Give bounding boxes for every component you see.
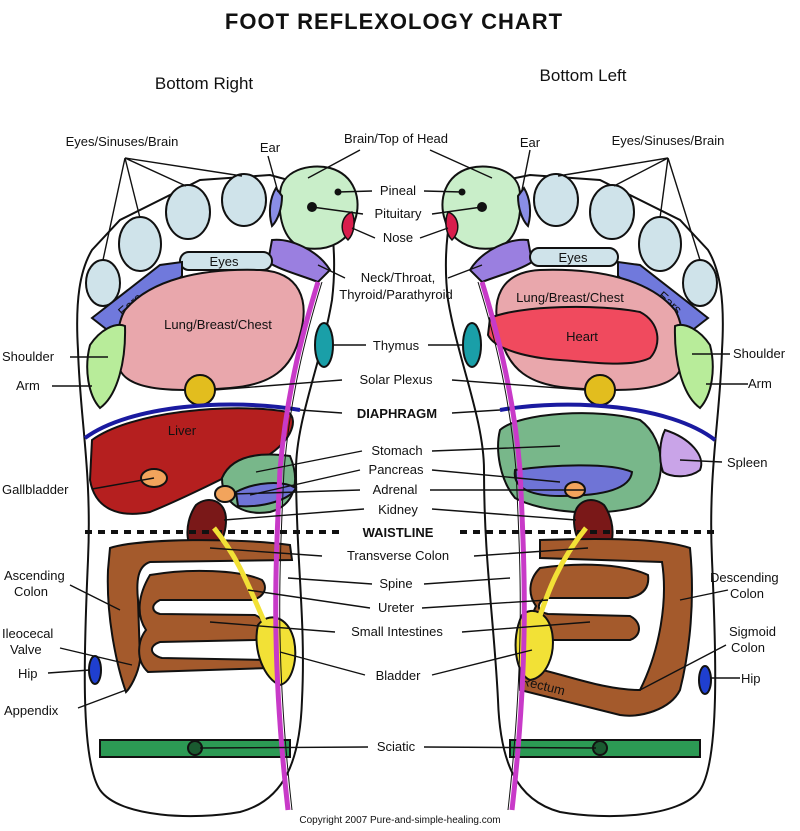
right-colon-zone: [106, 539, 294, 694]
label-hip-right: Hip: [18, 666, 38, 681]
label-eyes-sinuses-brain-right: Eyes/Sinuses/Brain: [66, 134, 179, 149]
left-eyes-band: [529, 247, 619, 267]
label-gallbladder: Gallbladder: [2, 482, 69, 497]
label-thymus: Thymus: [373, 338, 420, 353]
right-adrenal: [214, 485, 236, 503]
left-hip-zone: [698, 665, 712, 695]
label-pancreas: Pancreas: [369, 462, 424, 477]
label-shoulder-right: Shoulder: [2, 349, 55, 364]
copyright-text: Copyright 2007 Pure-and-simple-healing.c…: [299, 815, 500, 826]
labels: Eyes/Sinuses/Brain Eyes/Sinuses/Brain Ea…: [2, 131, 786, 826]
left-foot: Eyes Ears Lung/Breast/Chest Heart Rectum: [441, 165, 724, 818]
left-colon-zone: [519, 537, 693, 717]
label-sciatic: Sciatic: [377, 739, 416, 754]
left-spine-line: [479, 281, 527, 811]
left-toe-4: [638, 216, 682, 272]
leader-lines: [47, 149, 748, 749]
right-lung-text: Lung/Breast/Chest: [164, 317, 272, 332]
label-pineal: Pineal: [380, 183, 416, 198]
right-toe-2: [221, 173, 267, 227]
left-neck-zone: [468, 238, 534, 284]
right-nose-zone: [341, 211, 355, 242]
label-small-intestines: Small Intestines: [351, 624, 443, 639]
right-spine-line: [273, 281, 321, 811]
left-toe-2: [533, 173, 579, 227]
label-transverse-colon: Transverse Colon: [347, 548, 449, 563]
left-nose-zone: [445, 211, 459, 242]
left-lung-text: Lung/Breast/Chest: [516, 290, 624, 305]
chart-title: FOOT REFLEXOLOGY CHART: [225, 9, 563, 34]
label-thyroid-parathyroid: Thyroid/Parathyroid: [339, 287, 452, 302]
left-thymus: [462, 322, 482, 368]
right-ear-zone: [268, 186, 284, 228]
right-neck-zone: [266, 238, 332, 284]
label-ascending: Ascending: [4, 568, 65, 583]
left-eyes-text: Eyes: [559, 250, 588, 265]
label-arm-right: Arm: [16, 378, 40, 393]
left-shoulder-zone: [673, 324, 714, 410]
right-liver-text: Liver: [168, 423, 197, 438]
label-descending-colon: Colon: [730, 586, 764, 601]
label-hip-left: Hip: [741, 671, 761, 686]
label-descending: Descending: [710, 570, 779, 585]
subtitle-bottom-left: Bottom Left: [540, 66, 627, 85]
label-diaphragm: DIAPHRAGM: [357, 406, 437, 421]
label-arm-left: Arm: [748, 376, 772, 391]
label-pituitary: Pituitary: [375, 206, 422, 221]
right-sciatic-dot: [187, 740, 203, 756]
right-toe-3: [165, 184, 211, 240]
right-thymus: [314, 322, 334, 368]
label-eyes-sinuses-brain-left: Eyes/Sinuses/Brain: [612, 133, 725, 148]
label-sigmoid-colon: Colon: [731, 640, 765, 655]
label-spine: Spine: [379, 576, 412, 591]
left-small-intestines-zone: [529, 563, 650, 641]
label-neck-throat: Neck/Throat,: [361, 270, 435, 285]
label-kidney: Kidney: [378, 502, 418, 517]
left-toe-3: [589, 184, 635, 240]
right-shoulder-zone: [86, 324, 127, 410]
left-toe-5: [682, 259, 718, 307]
label-spleen: Spleen: [727, 455, 767, 470]
subtitle-bottom-right: Bottom Right: [155, 74, 254, 93]
left-spleen-zone: [659, 428, 703, 478]
right-diaphragm-line: [83, 402, 301, 440]
right-solar-plexus: [184, 374, 216, 406]
label-stomach: Stomach: [371, 443, 422, 458]
label-shoulder-left: Shoulder: [733, 346, 786, 361]
label-ascending-colon: Colon: [14, 584, 48, 599]
label-solar-plexus: Solar Plexus: [360, 372, 433, 387]
label-bladder: Bladder: [376, 668, 421, 683]
label-ileocecal-valve: Valve: [10, 642, 42, 657]
label-appendix: Appendix: [4, 703, 59, 718]
right-foot: Eyes Ears Lung/Breast/Chest Liver: [76, 165, 359, 818]
label-ureter: Ureter: [378, 600, 415, 615]
right-spine-outline: [279, 281, 323, 811]
right-hip-zone: [88, 655, 102, 685]
left-pancreas-zone: [513, 464, 634, 498]
left-ureter-line: [533, 526, 588, 629]
label-sigmoid: Sigmoid: [729, 624, 776, 639]
right-ureter-line: [212, 526, 271, 632]
left-solar-plexus: [584, 374, 616, 406]
left-heart-text: Heart: [566, 329, 598, 344]
label-brain-top-of-head: Brain/Top of Head: [344, 131, 448, 146]
label-adrenal: Adrenal: [373, 482, 418, 497]
left-diaphragm-line: [499, 402, 717, 442]
label-ear-right: Ear: [260, 140, 281, 155]
right-eyes-text: Eyes: [210, 254, 239, 269]
label-ear-left: Ear: [520, 135, 541, 150]
right-toe-4: [118, 216, 162, 272]
left-ear-zone: [516, 186, 532, 228]
left-spine-outline: [477, 281, 521, 811]
label-ileocecal: Ileocecal: [2, 626, 53, 641]
label-nose: Nose: [383, 230, 413, 245]
left-heart-zone: [486, 305, 659, 365]
label-waistline: WAISTLINE: [363, 525, 434, 540]
